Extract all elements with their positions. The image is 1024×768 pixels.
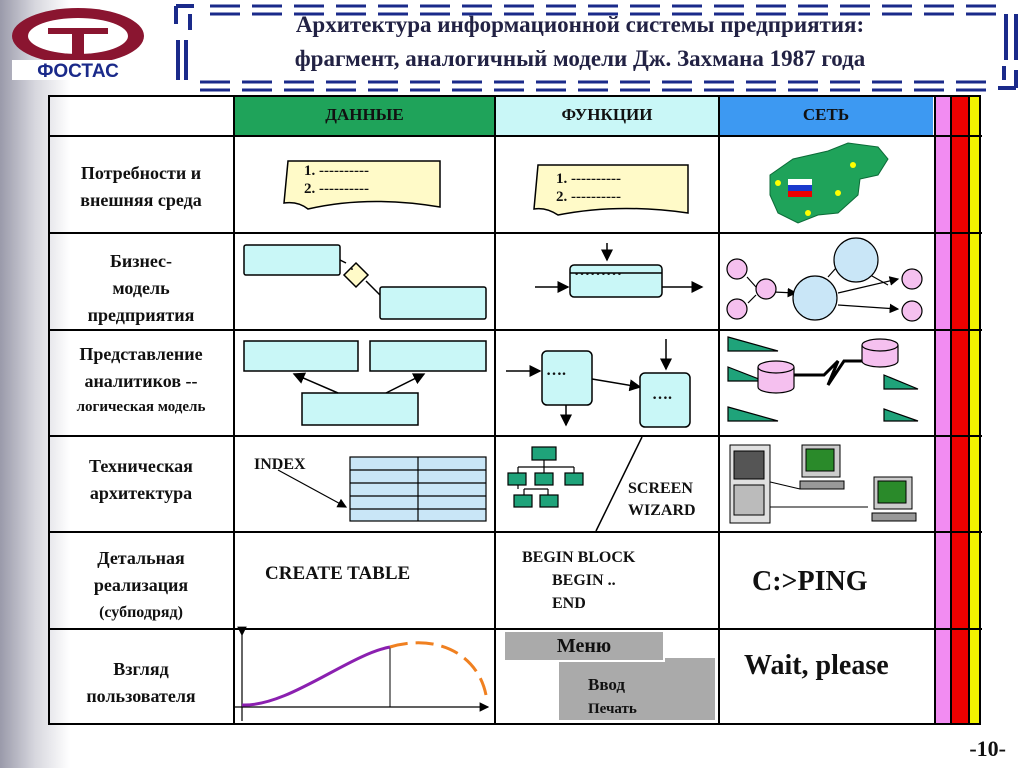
menu-item-input: Ввод: [588, 675, 626, 694]
entity-diagram: [243, 244, 487, 320]
computer-icon: [799, 444, 845, 490]
russia-map-icon: [769, 142, 889, 224]
index-table-diagram: [277, 456, 487, 522]
requirements-list: 1. ----------2. ----------: [304, 163, 369, 197]
ping-command: C:>PING: [752, 566, 868, 597]
logo-text: ФОСТАС: [37, 61, 119, 80]
menu-items: Ввод Печать: [588, 672, 637, 722]
computer-icon-2: [871, 476, 917, 522]
stripe-red: [951, 95, 969, 725]
requirements-list-document: [283, 160, 441, 210]
begin-block-code: BEGIN BLOCK BEGIN .. END: [522, 549, 636, 612]
menu-item-print: Печать: [588, 701, 637, 717]
functions-list: 1. ----------2. ----------: [556, 171, 621, 205]
page-number: -10-: [969, 736, 1006, 761]
title-line-2: фрагмент, аналогичный модели Дж. Захмана…: [294, 46, 866, 71]
zachman-grid: [48, 95, 982, 725]
diamond-label: ·: [350, 262, 355, 276]
store-label-1: ….: [546, 362, 566, 379]
logical-entities-diagram: [243, 340, 487, 426]
wait-message: Wait, please: [744, 650, 889, 681]
data-header-fill: [234, 95, 495, 136]
logical-process-diagram: [506, 339, 691, 428]
logo-emblem-icon: ФОСТАС: [12, 8, 144, 82]
hierarchy-tree-diagram: [507, 436, 643, 532]
network-header-fill: [719, 95, 933, 136]
fostas-logo: ФОСТАС: [8, 6, 148, 82]
user-view-curve: [234, 626, 490, 721]
stripe-yellow: [969, 95, 980, 725]
functions-list-document: [533, 164, 689, 216]
slide-title: Архитектура информационной системы предп…: [180, 8, 980, 76]
index-label: INDEX: [254, 456, 306, 473]
logical-network-diagram: [727, 336, 919, 422]
column-header-functions: ФУНКЦИИ: [561, 105, 653, 124]
server-computers-diagram: [729, 444, 917, 524]
network-graph: [726, 237, 923, 322]
menu-title: Меню: [556, 635, 612, 657]
column-header-data: ДАННЫЕ: [325, 105, 404, 124]
title-frame-decoration: [174, 4, 1018, 92]
process-diagram: [535, 243, 704, 298]
functions-header-fill: [495, 95, 719, 136]
column-header-network: СЕТЬ: [802, 105, 850, 124]
store-label-2: ….: [652, 386, 672, 403]
create-table-text: CREATE TABLE: [265, 563, 411, 584]
title-line-1: Архитектура информационной системы предп…: [295, 12, 865, 37]
process-label: ………: [574, 262, 622, 279]
stripe-pink: [935, 95, 951, 725]
menu-mockup: [503, 630, 717, 722]
